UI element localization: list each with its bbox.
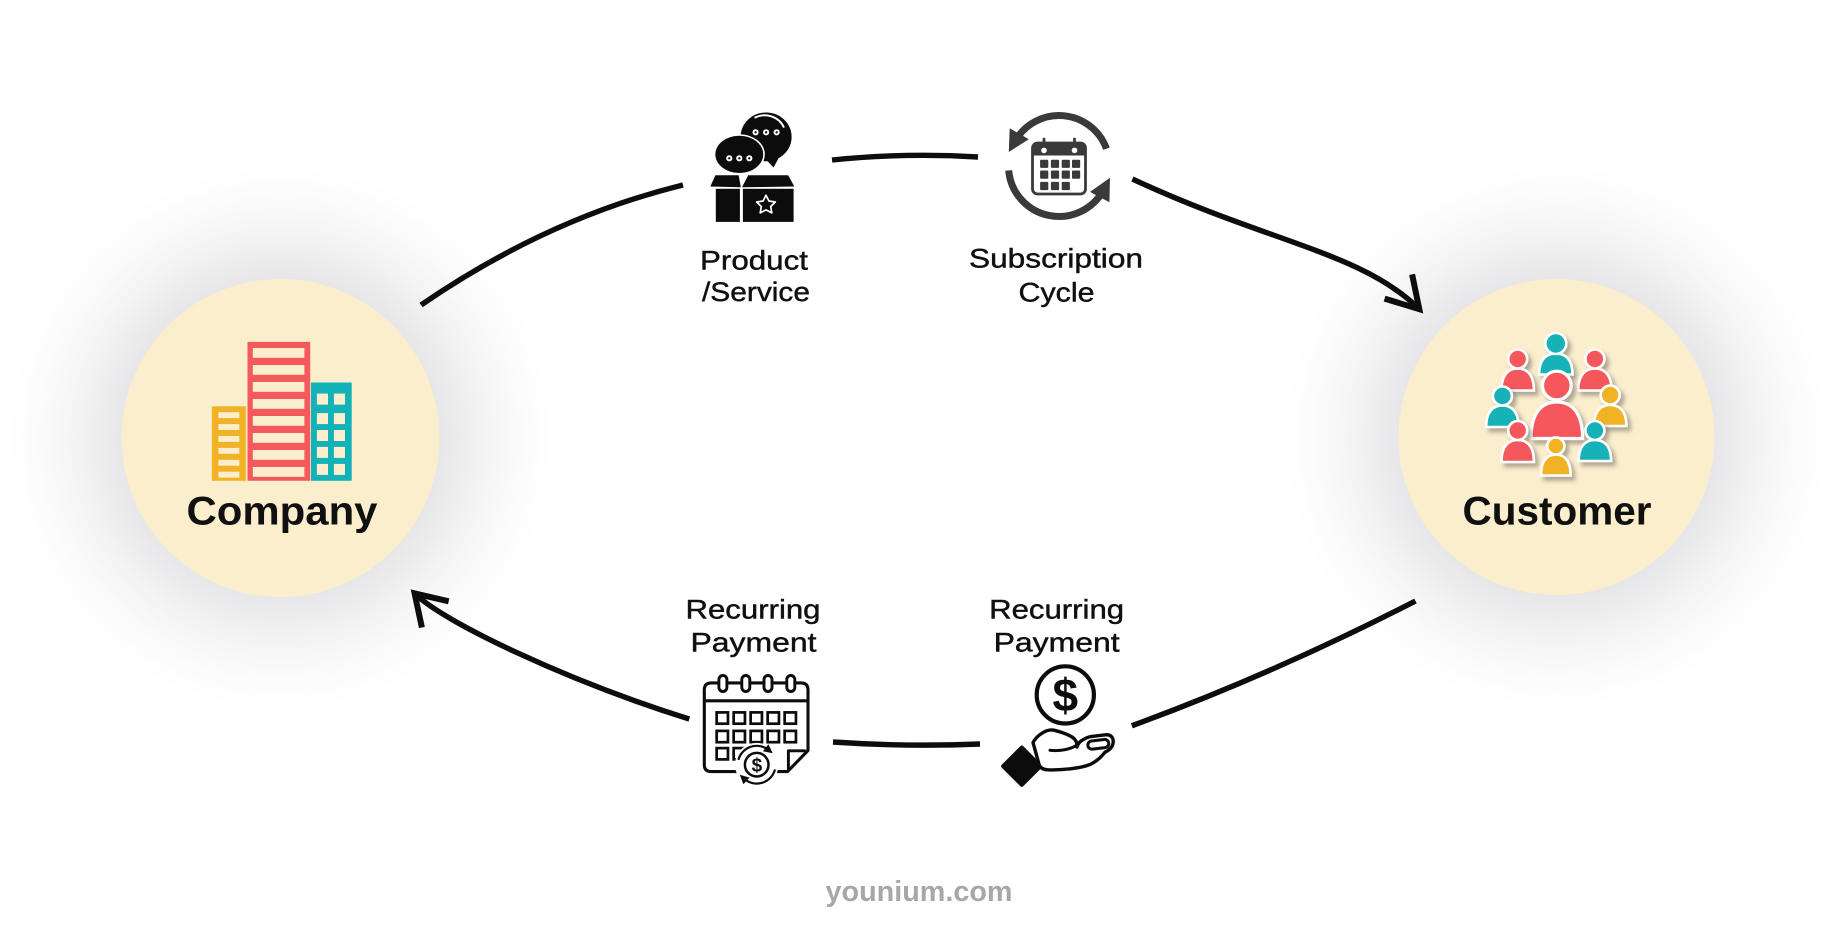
svg-text:younium.com: younium.com [826,876,1013,908]
svg-text:Product: Product [700,246,809,276]
svg-text:$: $ [1053,669,1079,721]
svg-text:Recurring: Recurring [686,595,821,625]
svg-text:Cycle: Cycle [1019,278,1095,308]
svg-text:Customer: Customer [1463,490,1652,534]
svg-text:Company: Company [187,490,379,534]
svg-text:$: $ [752,756,763,777]
svg-text:Recurring: Recurring [989,595,1124,625]
svg-text:Payment: Payment [691,628,818,658]
svg-text:Payment: Payment [994,628,1121,658]
svg-text:/Service: /Service [702,277,810,307]
svg-text:Subscription: Subscription [969,244,1143,274]
